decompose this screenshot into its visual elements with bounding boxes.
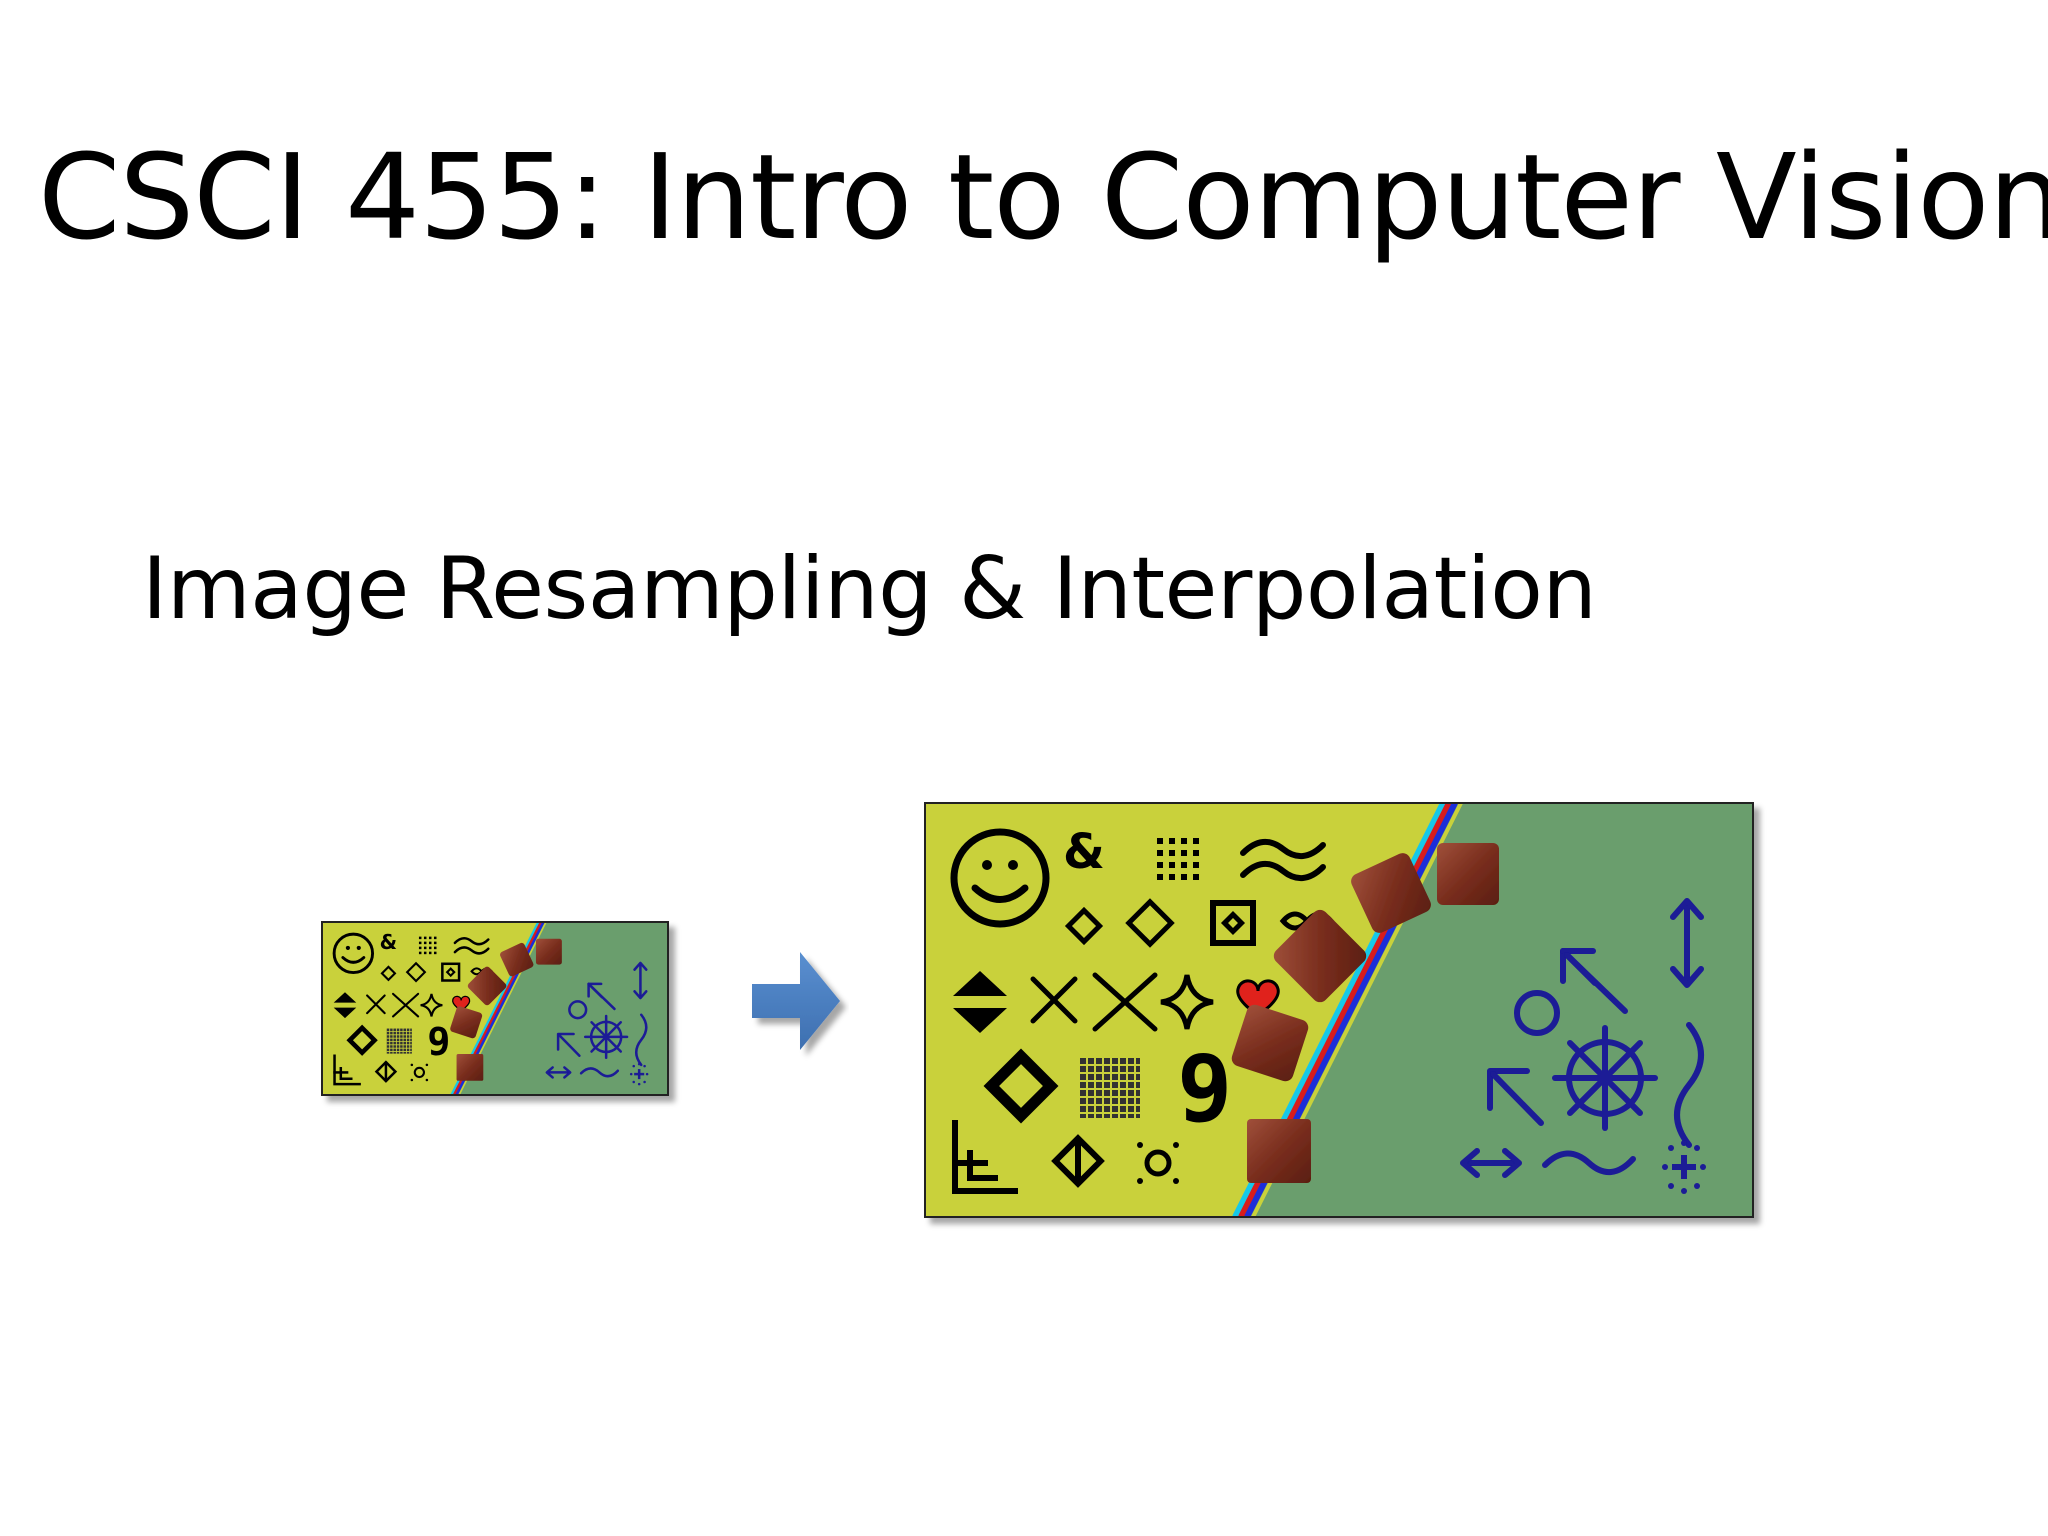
slide-subtitle: Image Resampling & Interpolation [142,539,1597,639]
large-image [924,802,1754,1218]
arrow-right-icon [752,952,840,1050]
small-image [321,921,669,1096]
slide-title: CSCI 455: Intro to Computer Vision [38,128,2048,266]
